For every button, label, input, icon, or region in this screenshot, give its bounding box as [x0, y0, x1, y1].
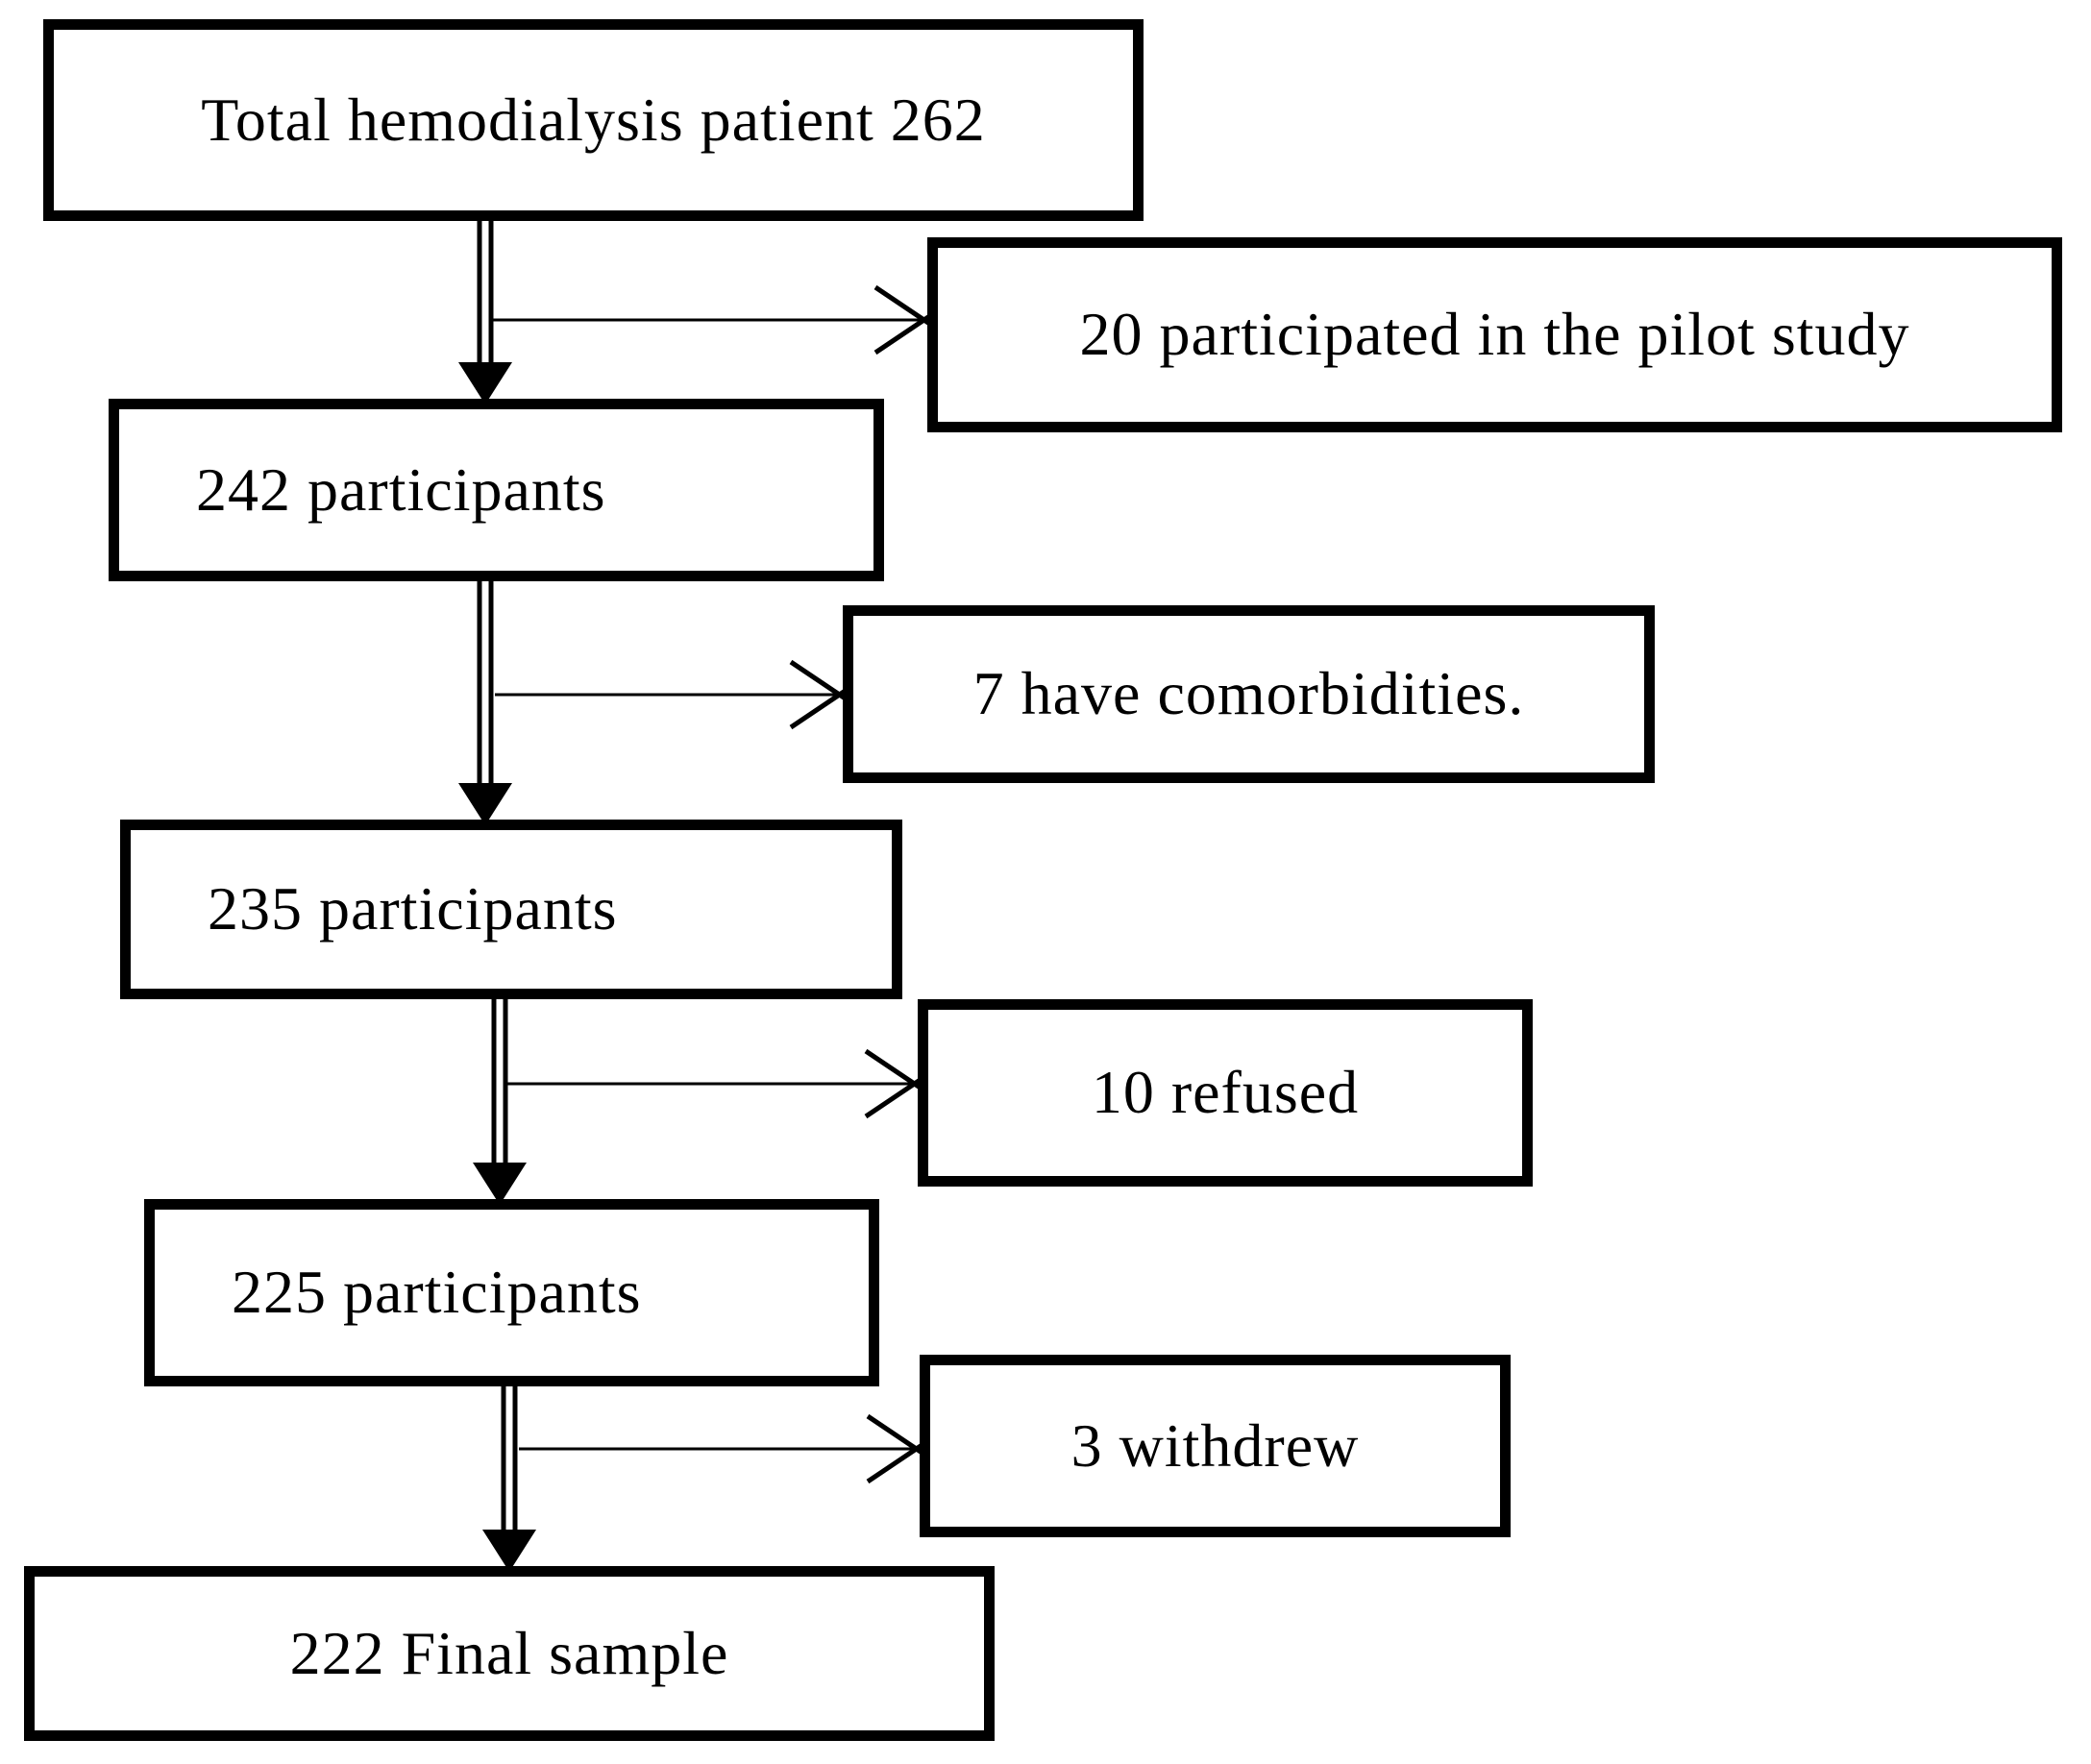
node-label: 222 Final sample — [289, 1618, 729, 1687]
branch-arrow-2 — [495, 659, 849, 730]
node-label: 235 participants — [208, 874, 618, 943]
node-235-participants: 235 participants — [120, 820, 902, 999]
node-withdrew-exclusion: 3 withdrew — [920, 1355, 1511, 1537]
node-label: 3 withdrew — [1070, 1410, 1360, 1480]
node-label: 7 have comorbidities. — [972, 659, 1525, 728]
node-final-sample: 222 Final sample — [24, 1566, 995, 1741]
node-label: 225 participants — [232, 1258, 642, 1327]
down-arrow-3 — [473, 995, 527, 1205]
node-refused-exclusion: 10 refused — [918, 999, 1533, 1187]
node-pilot-study-exclusion: 20 participated in the pilot study — [927, 237, 2062, 432]
node-label: Total hemodialysis patient 262 — [201, 85, 986, 154]
down-arrow-4 — [482, 1383, 536, 1572]
branch-arrow-4 — [519, 1413, 925, 1484]
down-arrow-1 — [458, 217, 512, 404]
branch-arrow-1 — [493, 284, 933, 355]
node-total-patients: Total hemodialysis patient 262 — [43, 19, 1144, 221]
node-label: 242 participants — [196, 454, 606, 524]
node-242-participants: 242 participants — [109, 399, 884, 581]
node-label: 10 refused — [1091, 1058, 1360, 1127]
node-225-participants: 225 participants — [144, 1199, 879, 1386]
node-label: 20 participated in the pilot study — [1079, 300, 1910, 369]
branch-arrow-3 — [507, 1048, 923, 1119]
down-arrow-2 — [458, 577, 512, 825]
node-comorbidities-exclusion: 7 have comorbidities. — [843, 605, 1655, 783]
